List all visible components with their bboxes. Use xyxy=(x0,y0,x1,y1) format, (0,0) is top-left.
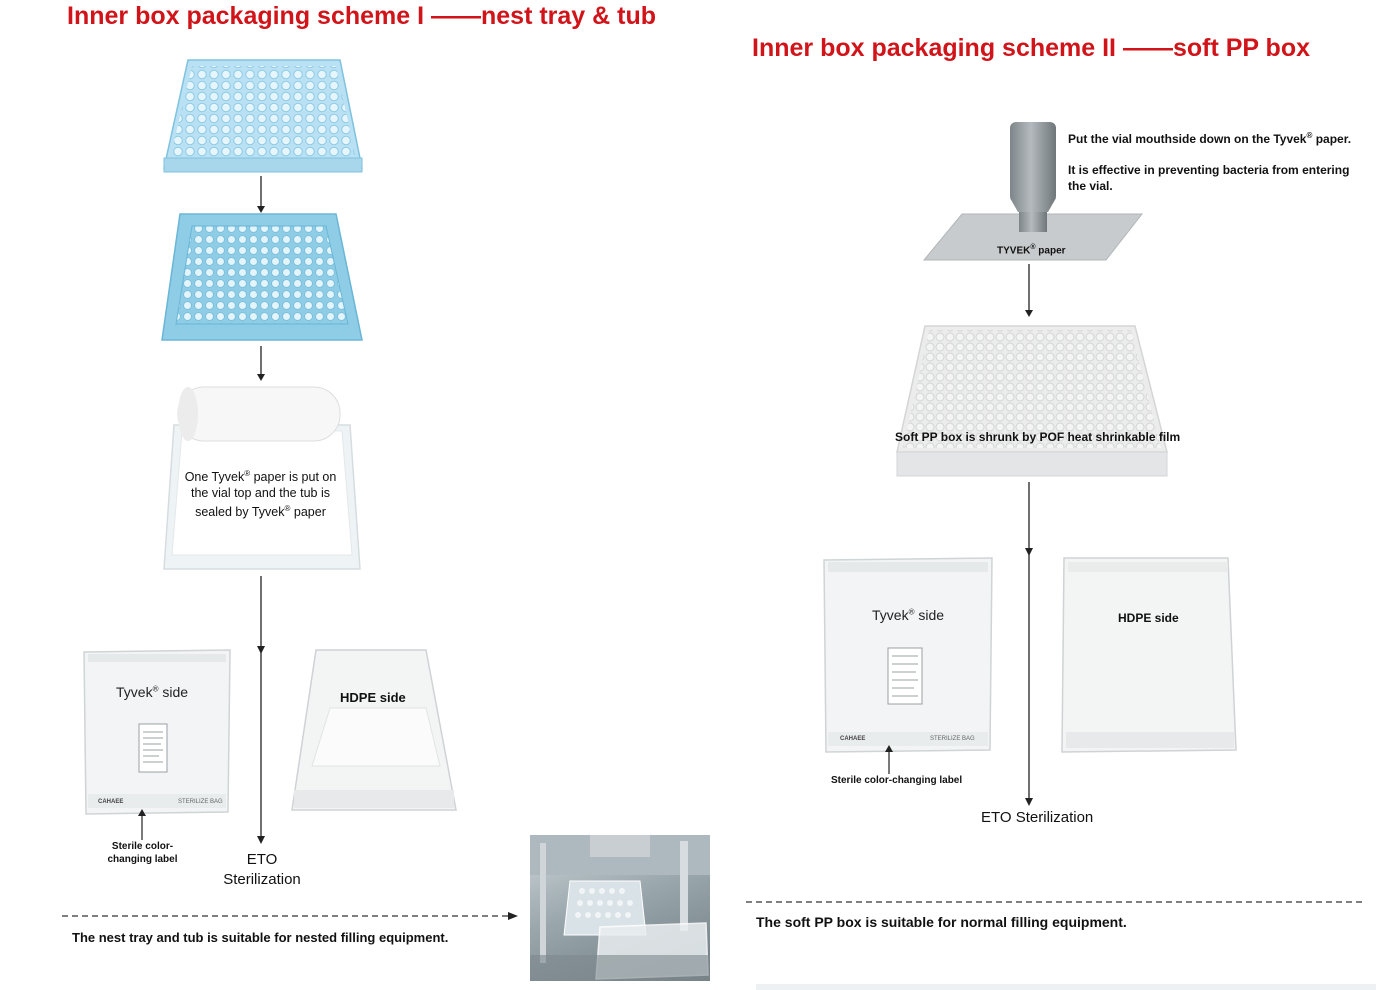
vial-note-line1: Put the vial mouthside down on the Tyvek… xyxy=(1068,128,1358,147)
sterile-label-line2: changing label xyxy=(107,854,178,865)
tyvek-side-text-b: side xyxy=(158,684,189,700)
reg-mark: ® xyxy=(1306,131,1313,140)
reg-mark: ® xyxy=(244,469,251,478)
tyvek-paper-text-b: paper xyxy=(1035,245,1066,257)
bag-print-left: STERILIZE BAG xyxy=(178,799,223,805)
reg-mark: ® xyxy=(284,504,291,514)
bag-print-right: STERILIZE BAG xyxy=(930,736,975,742)
hdpe-side-label-right: HDPE side xyxy=(1118,611,1179,625)
vial-note-line2: It is effective in preventing bacteria f… xyxy=(1068,163,1350,193)
eto-line1: ETO xyxy=(246,851,278,868)
arrow-tray-to-tub xyxy=(257,176,265,213)
arrow-to-eto-left xyxy=(257,576,265,844)
reg-mark: ® xyxy=(1030,244,1036,251)
footer-left: The nest tray and tub is suitable for ne… xyxy=(72,930,449,945)
tyvek-seal-note-line3a: sealed by Tyvek xyxy=(195,505,285,520)
tyvek-paper-label: TYVEK® paper xyxy=(997,244,1066,256)
arrow-vial-to-ppbox xyxy=(1025,264,1033,317)
tyvek-seal-note: One Tyvek® paper is put on the vial top … xyxy=(178,466,343,520)
hdpe-bag-image-right xyxy=(1061,557,1237,753)
tyvek-seal-note-line1a: One Tyvek xyxy=(184,470,245,485)
arrow-tub-to-sealed xyxy=(257,346,265,381)
soft-pp-box-image xyxy=(896,325,1168,477)
vial-on-tyvek-image xyxy=(922,122,1144,261)
tyvek-paper-text: TYVEK xyxy=(997,245,1031,257)
dashed-line-right xyxy=(746,901,1366,903)
tyvek-side-text: Tyvek xyxy=(872,607,909,623)
dashed-arrow-left xyxy=(62,912,518,920)
pp-box-label: Soft PP box is shrunk by POF heat shrink… xyxy=(895,430,1181,444)
arrow-sterile-label-right xyxy=(885,745,893,774)
filling-equipment-photo xyxy=(530,835,710,981)
tyvek-side-text: Tyvek xyxy=(116,684,153,700)
sterile-label-right: Sterile color-changing label xyxy=(831,775,963,786)
tub-image xyxy=(161,213,363,341)
vial-note-text1: Put the vial mouthside down on the Tyvek xyxy=(1068,132,1307,146)
eto-line2: Sterilization xyxy=(223,871,301,888)
reg-mark: ® xyxy=(152,684,159,694)
tyvek-side-label-left: Tyvek® side xyxy=(116,684,188,700)
sterile-label-left: Sterile color- changing label xyxy=(100,840,185,866)
bottom-strip xyxy=(756,984,1376,990)
tyvek-side-label-right: Tyvek® side xyxy=(872,607,944,623)
footer-right: The soft PP box is suitable for normal f… xyxy=(756,914,1127,930)
arrow-sterile-label-left xyxy=(138,809,146,840)
eto-label-left: ETO Sterilization xyxy=(214,850,310,890)
reg-mark: ® xyxy=(908,607,915,617)
hdpe-bag-image-left xyxy=(291,649,457,811)
tyvek-seal-note-line2: the vial top and the tub is xyxy=(191,486,330,501)
sterile-label-line1: Sterile color- xyxy=(111,841,174,852)
nest-tray-image xyxy=(163,59,363,173)
right-title: Inner box packaging scheme II ——soft PP … xyxy=(752,34,1311,62)
bag-brand-right: CAHAEE xyxy=(840,736,866,742)
left-title: Inner box packaging scheme I ——nest tray… xyxy=(67,2,657,30)
vial-note: Put the vial mouthside down on the Tyvek… xyxy=(1068,128,1358,194)
tyvek-side-text-b: side xyxy=(914,607,945,623)
vial-note-text1b: paper. xyxy=(1312,132,1352,146)
tyvek-seal-note-line3b: paper xyxy=(290,505,326,520)
hdpe-side-label-left: HDPE side xyxy=(340,690,406,705)
tyvek-seal-note-line1b: paper is put on xyxy=(250,470,337,485)
bag-brand-left: CAHAEE xyxy=(98,799,124,805)
tyvek-bag-image-right xyxy=(823,557,993,753)
eto-label-right: ETO Sterilization xyxy=(981,809,1094,826)
tyvek-bag-image-left xyxy=(83,649,231,815)
arrow-to-eto-right xyxy=(1025,482,1033,806)
sealed-tub-image xyxy=(163,386,361,570)
